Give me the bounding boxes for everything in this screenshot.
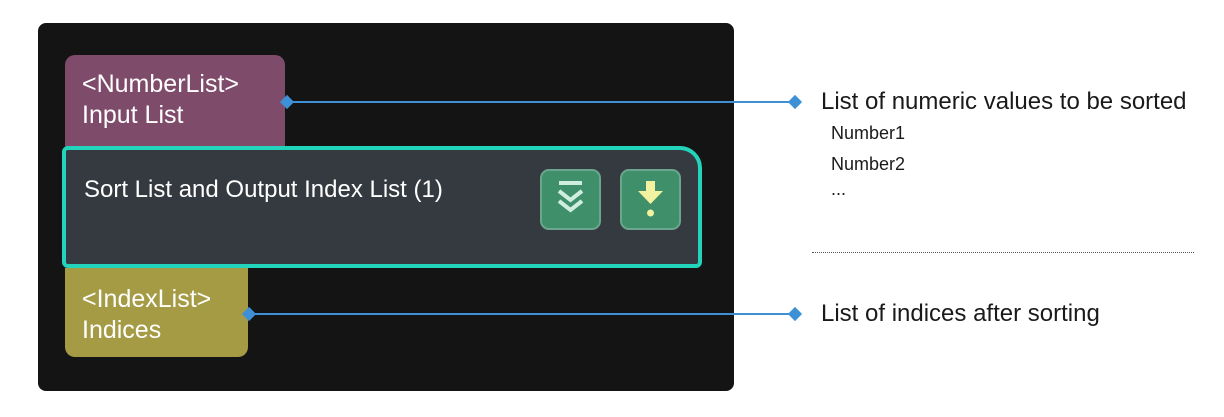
node-title: Sort List and Output Index List (1): [84, 176, 443, 203]
input-connector-start-diamond: [279, 94, 295, 110]
download-arrow-icon: [638, 181, 663, 217]
input-port-type: <NumberList>: [82, 70, 240, 98]
collapse-button[interactable]: [540, 169, 601, 230]
input-description-title: List of numeric values to be sorted: [821, 88, 1187, 115]
output-connector-end-diamond: [787, 306, 803, 322]
input-port-name: Input List: [82, 101, 184, 129]
input-connector-end-diamond: [787, 94, 803, 110]
output-port[interactable]: <IndexList> Indices: [65, 268, 248, 357]
input-description-item: ...: [831, 179, 847, 199]
collapse-chevrons-icon: [557, 181, 584, 213]
output-description-title: List of indices after sorting: [821, 300, 1100, 327]
download-button[interactable]: [620, 169, 681, 230]
output-port-name: Indices: [82, 316, 162, 344]
description-separator: [812, 252, 1194, 253]
output-port-type: <IndexList>: [82, 285, 212, 313]
input-port[interactable]: <NumberList> Input List: [65, 55, 285, 150]
input-description-item: Number2: [831, 154, 906, 174]
input-description-item: Number1: [831, 123, 906, 143]
output-connector-start-diamond: [241, 306, 257, 322]
step-node[interactable]: Sort List and Output Index List (1): [62, 146, 702, 268]
